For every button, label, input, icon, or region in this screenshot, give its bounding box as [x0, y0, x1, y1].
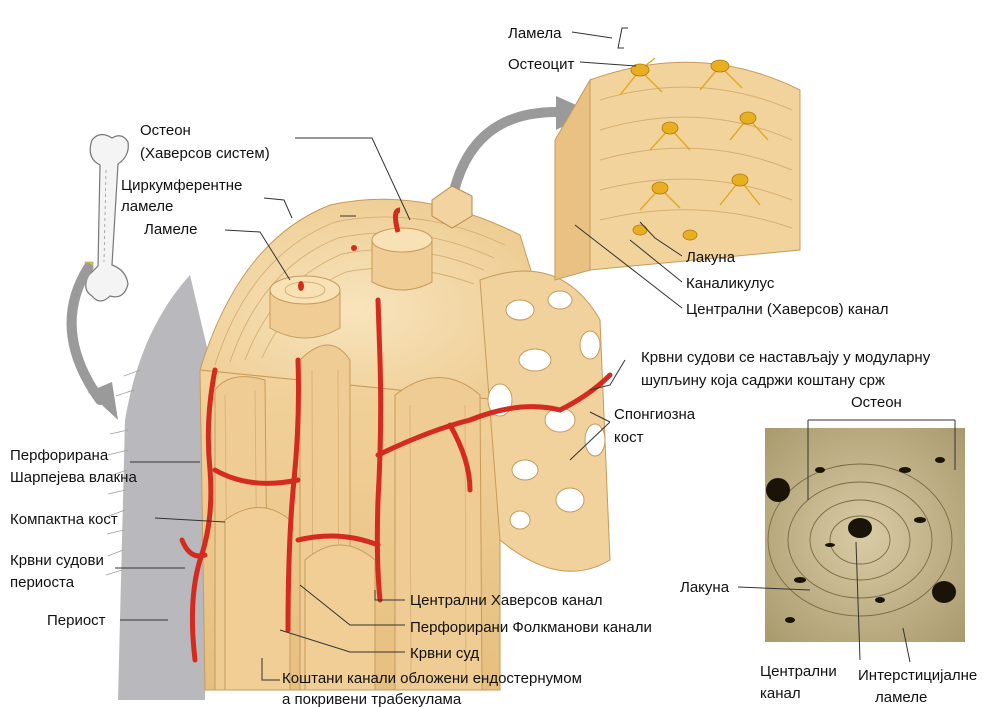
label-circ-2: ламеле: [121, 198, 173, 215]
osteon-micrograph: [765, 428, 965, 642]
label-lamela: Ламела: [508, 25, 562, 42]
label-osteon-2: (Хаверсов систем): [140, 145, 270, 162]
arrow-to-zoom: [452, 112, 560, 200]
osteon-cylinder-1: [270, 276, 340, 338]
label-spongiozna-1: Спонгиозна: [614, 406, 696, 423]
label-krvni-sudovi-1: Крвни судови се настављају у модуларну: [641, 349, 931, 366]
label-osteon-1: Остеон: [140, 122, 191, 139]
label-intersticijalne-1: Интерстицијалне: [858, 667, 977, 684]
label-folkman: Перфорирани Фолкманови канали: [410, 619, 652, 636]
label-krvni-periost-1: Крвни судови: [10, 552, 104, 569]
label-intersticijalne-2: ламеле: [875, 689, 927, 706]
label-centralni-haversov: Централни (Хаверсов) канал: [686, 301, 888, 318]
label-kostani-2: а покривени трабекулама: [282, 691, 462, 707]
label-centralni-haversov-bottom: Централни Хаверсов канал: [410, 592, 602, 609]
label-lakuna-top: Лакуна: [686, 249, 736, 266]
label-lakuna-micro: Лакуна: [680, 579, 730, 596]
periosteum: [118, 275, 210, 700]
label-krvni-sud: Крвни суд: [410, 645, 479, 662]
long-bone-icon: [85, 134, 128, 301]
label-kompaktna: Компактна кост: [10, 511, 118, 528]
label-osteocit: Остеоцит: [508, 56, 575, 73]
lamella-zoom-wedge: [555, 58, 800, 280]
label-krvni-periost-2: периоста: [10, 574, 75, 591]
label-perforirana-1: Перфорирана: [10, 447, 109, 464]
label-kostani-1: Коштани канали обложени ендостернумом: [282, 670, 582, 687]
label-centralni-kanal-1: Централни: [760, 663, 837, 680]
label-spongiozna-2: кост: [614, 429, 644, 446]
label-kanalikulus: Каналикулус: [686, 275, 775, 292]
label-centralni-kanal-2: канал: [760, 685, 801, 702]
label-perforirana-2: Шарпејева влакна: [10, 469, 137, 486]
label-lamele: Ламеле: [144, 221, 197, 238]
label-krvni-sudovi-2: шупљину која садржи коштану срж: [641, 372, 885, 389]
spongy-bone: [480, 271, 610, 571]
label-circ-1: Циркумферентне: [121, 177, 242, 194]
label-periost: Периост: [47, 612, 106, 629]
label-osteon-micro: Остеон: [851, 394, 902, 411]
